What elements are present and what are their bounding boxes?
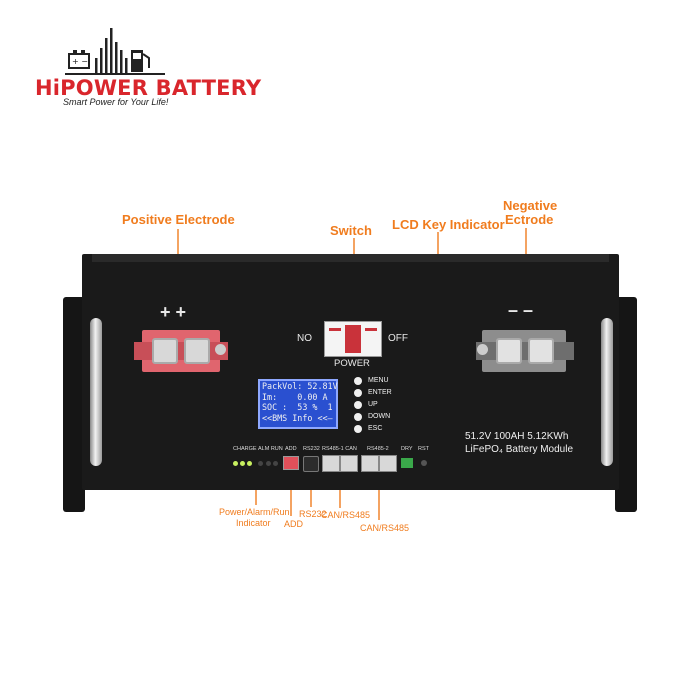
rs232-port[interactable]	[303, 456, 319, 472]
run-led	[266, 461, 271, 466]
key-enter-button[interactable]	[354, 389, 362, 397]
callout-power-alarm-run-line2: Indicator	[236, 518, 271, 528]
key-up-label: UP	[368, 401, 378, 408]
negative-signs: – –	[508, 300, 534, 320]
skyline-battery-icon: + −	[65, 28, 165, 75]
alarm-led	[258, 461, 263, 466]
key-menu-button[interactable]	[354, 377, 362, 385]
callout-power-alarm-run-line1: Power/Alarm/Run	[219, 507, 290, 517]
dry-contact-terminal[interactable]	[401, 458, 413, 468]
model-spec-line2: LiFePO₄ Battery Module	[465, 444, 574, 455]
lcd-line-3: SOC : 53 % 1	[262, 402, 333, 412]
port-label-rst: RST	[418, 446, 429, 452]
port-label-rs485-1-can: RS485-1 CAN	[322, 446, 357, 452]
key-menu-label: MENU	[368, 377, 389, 384]
port-label-rs232: RS232	[303, 446, 320, 452]
power-switch[interactable]	[324, 321, 382, 357]
status-led-4	[273, 461, 278, 466]
charge-led-3	[247, 461, 252, 466]
left-mounting-ear	[63, 297, 85, 512]
port-label-charge: CHARGE	[233, 446, 257, 452]
key-esc-label: ESC	[368, 425, 383, 432]
rs485-2-port-b[interactable]	[379, 455, 397, 472]
port-label-add: ADD	[285, 446, 297, 452]
model-spec-line1: 51.2V 100AH 5.12KWh	[465, 431, 569, 442]
port-label-alm-run: ALM RUN	[258, 446, 283, 452]
charge-led-2	[240, 461, 245, 466]
lcd-line-2: Im: 0.00 A	[262, 391, 328, 402]
callout-rs232: RS232	[299, 509, 327, 519]
svg-text:+ −: + −	[72, 57, 88, 66]
right-handle[interactable]	[601, 318, 613, 466]
lcd-line-1: PackVol: 52.81V	[262, 381, 338, 391]
callout-lcd-key-indicator: LCD Key Indicator	[392, 217, 505, 232]
rs485-2-port-a[interactable]	[361, 455, 379, 472]
switch-power-label: POWER	[334, 358, 370, 369]
callout-positive-electrode: Positive Electrode	[122, 212, 235, 227]
callout-switch: Switch	[330, 223, 372, 238]
key-esc-button[interactable]	[354, 425, 362, 433]
chassis-top-edge	[92, 254, 609, 262]
port-label-dry: DRY	[401, 446, 413, 452]
lcd-line-4: <<BMS Info <<—	[262, 412, 333, 423]
callout-can-rs485-2: CAN/RS485	[360, 523, 410, 533]
rs485-1-can-port-a[interactable]	[322, 455, 340, 472]
add-dip-switch[interactable]	[283, 456, 299, 470]
key-down-button[interactable]	[354, 413, 362, 421]
charge-led-1	[233, 461, 238, 466]
rs485-1-can-port-b[interactable]	[340, 455, 358, 472]
brand-name: HiPOWER BATTERY	[35, 76, 262, 100]
switch-off-label: OFF	[388, 333, 408, 344]
callout-add: ADD	[284, 519, 304, 529]
lcd-display: PackVol: 52.81V Im: 0.00 A SOC : 53 % 1 …	[258, 379, 338, 429]
positive-terminal[interactable]	[134, 330, 228, 372]
right-mounting-ear	[615, 297, 637, 512]
battery-chassis	[82, 254, 619, 490]
key-enter-label: ENTER	[368, 389, 392, 396]
callout-can-rs485-1: CAN/RS485	[321, 510, 371, 520]
negative-terminal[interactable]	[476, 330, 574, 372]
key-down-label: DOWN	[368, 413, 391, 420]
positive-signs: + +	[160, 302, 187, 322]
port-label-rs485-2: RS485-2	[367, 446, 389, 452]
reset-button[interactable]	[421, 460, 427, 466]
callout-negative-electrode-line2: Ectrode	[505, 212, 554, 227]
key-up-button[interactable]	[354, 401, 362, 409]
switch-no-label: NO	[297, 333, 312, 344]
left-handle[interactable]	[90, 318, 102, 466]
brand-tagline: Smart Power for Your Life!	[63, 97, 169, 107]
brand-logo: + −	[35, 22, 195, 112]
callout-negative-electrode-line1: Negative	[503, 198, 558, 213]
